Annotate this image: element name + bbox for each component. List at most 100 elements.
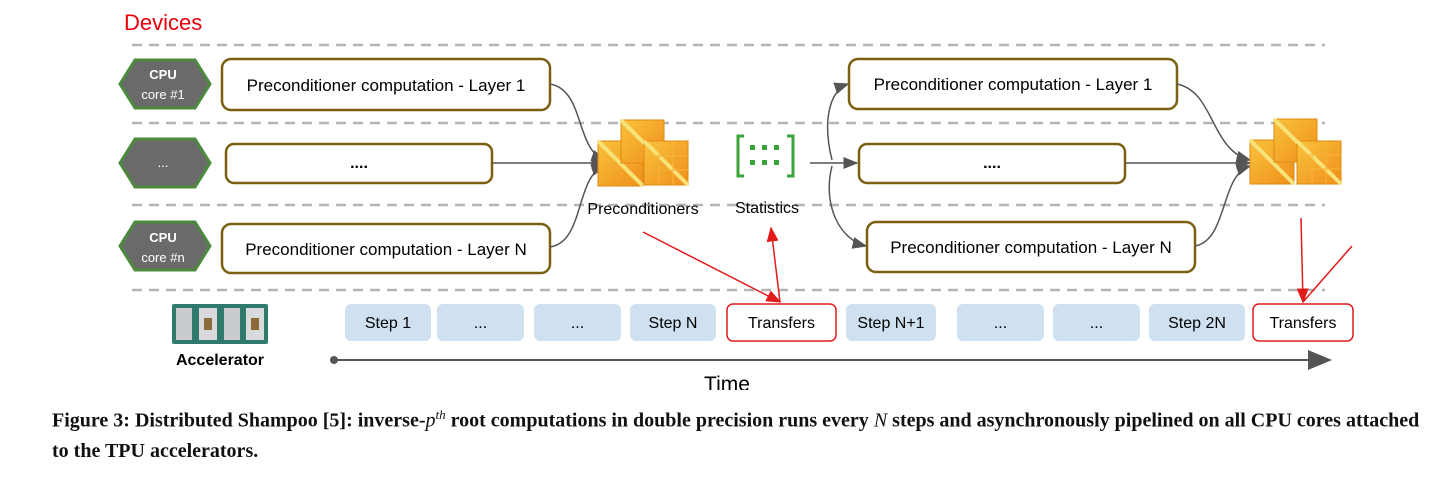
core-line1: ... bbox=[158, 155, 169, 170]
bracket-right bbox=[787, 134, 795, 178]
time-label: Time bbox=[704, 373, 750, 390]
step-box-shape bbox=[534, 304, 621, 341]
step-box-shape bbox=[345, 304, 431, 341]
left-merge-arrows bbox=[492, 83, 607, 248]
figure-caption: Figure 3: Distributed Shampoo [5]: inver… bbox=[52, 400, 1432, 466]
right-split-arrows bbox=[810, 82, 868, 249]
hexagon-shape bbox=[118, 220, 212, 272]
statistics-icon bbox=[736, 134, 795, 178]
computation-box bbox=[220, 222, 552, 275]
step-box: ... bbox=[534, 304, 621, 341]
step-box: ... bbox=[1053, 304, 1140, 341]
step-box-shape bbox=[1053, 304, 1140, 341]
right-merge-arrows bbox=[1125, 83, 1252, 247]
board-component bbox=[224, 308, 240, 340]
computation-right-1: Preconditioner computation - Layer 1 bbox=[847, 57, 1179, 111]
step-label: Step N bbox=[649, 315, 698, 332]
step-label: ... bbox=[1090, 315, 1103, 332]
step-label: Step 2N bbox=[1168, 315, 1226, 332]
step-box: Step 2N bbox=[1149, 304, 1245, 341]
caption-sup: th bbox=[435, 407, 446, 422]
matrix-tile bbox=[642, 139, 690, 187]
statistics-dots bbox=[750, 145, 779, 165]
statistics-label: Statistics bbox=[735, 200, 799, 217]
board-component bbox=[176, 308, 192, 340]
merge-arrow bbox=[1194, 164, 1252, 247]
preconditioner-matrices-icon bbox=[596, 118, 690, 188]
computation-box bbox=[865, 220, 1197, 274]
transfer-arrow-preconditioners-in-2 bbox=[1296, 217, 1309, 304]
step-box: Step N+1 bbox=[846, 304, 936, 341]
step-label: Step N+1 bbox=[857, 315, 924, 332]
step-label: Step 1 bbox=[365, 315, 411, 332]
matrix-tile bbox=[1295, 139, 1343, 186]
computation-left-n: Preconditioner computation - Layer N bbox=[220, 222, 552, 275]
steps-row: Step 1...... Step N Transfers Step N+1.....… bbox=[345, 303, 1354, 342]
step-label: Transfers bbox=[748, 315, 815, 332]
cpu-core-1: CPU core #1 bbox=[118, 58, 212, 110]
time-axis bbox=[330, 350, 1332, 370]
cpu-core-n: CPU core #n bbox=[118, 220, 212, 272]
board-chip bbox=[204, 318, 212, 330]
step-label: ... bbox=[571, 315, 584, 332]
split-arrow bbox=[828, 165, 868, 249]
caption-text-c: steps and asynchronously pipelined on al… bbox=[52, 409, 1420, 462]
step-box-shape bbox=[846, 304, 936, 341]
transfer-arrow-statistics-out-2 bbox=[1302, 245, 1353, 303]
caption-label: Figure 3: bbox=[52, 409, 130, 432]
step-box-shape bbox=[630, 304, 716, 341]
lane-separators bbox=[132, 43, 1325, 292]
devices-label: Devices bbox=[124, 10, 202, 35]
merge-arrow bbox=[1176, 83, 1252, 163]
computation-label: Preconditioner computation - Layer N bbox=[890, 238, 1172, 257]
transfers-box: Transfers bbox=[726, 303, 837, 342]
caption-p: p bbox=[425, 409, 436, 432]
transfers-box: Transfers bbox=[1252, 303, 1354, 342]
step-box-shape bbox=[726, 303, 837, 342]
step-box-shape bbox=[1149, 304, 1245, 341]
board-chip bbox=[251, 318, 259, 330]
caption-text-a: Distributed Shampoo [5]: inverse- bbox=[134, 409, 426, 432]
computation-label: Preconditioner computation - Layer N bbox=[245, 240, 527, 259]
cpu-core-ellipsis: ... bbox=[118, 137, 212, 189]
step-box: ... bbox=[437, 304, 524, 341]
step-box-shape bbox=[957, 304, 1044, 341]
computation-label: .... bbox=[983, 155, 1001, 172]
board-shape bbox=[172, 304, 268, 344]
caption-text-b: root computations in double precision ru… bbox=[445, 409, 874, 432]
preconditioner-matrices-icon-right bbox=[1248, 117, 1343, 186]
step-box-shape bbox=[437, 304, 524, 341]
transfer-arrow-preconditioners-in bbox=[642, 231, 782, 303]
transfer-arrows bbox=[642, 217, 1353, 304]
step-box: ... bbox=[957, 304, 1044, 341]
split-arrow bbox=[826, 82, 850, 161]
shampoo-pipeline-diagram: Devices CPU core #1 ... CPU core #n Prec… bbox=[118, 10, 1354, 390]
accelerator-label: Accelerator bbox=[176, 352, 264, 369]
merge-arrow bbox=[549, 83, 607, 162]
step-label: ... bbox=[994, 315, 1007, 332]
merge-arrow bbox=[549, 164, 607, 248]
hexagon-shape bbox=[118, 58, 212, 110]
computation-label: Preconditioner computation - Layer 1 bbox=[874, 75, 1153, 94]
hexagon-shape bbox=[118, 137, 212, 189]
step-label: Transfers bbox=[1270, 315, 1337, 332]
bracket-left bbox=[736, 134, 744, 178]
computation-right-n: Preconditioner computation - Layer N bbox=[865, 220, 1197, 274]
core-line2: core #n bbox=[141, 250, 184, 265]
transfer-arrow-statistics-out bbox=[766, 226, 781, 303]
computation-label: .... bbox=[350, 155, 368, 172]
core-line1: CPU bbox=[149, 230, 176, 245]
step-box: Step N bbox=[630, 304, 716, 341]
computation-label: Preconditioner computation - Layer 1 bbox=[247, 76, 526, 95]
caption-n: N bbox=[873, 409, 888, 432]
computation-left-1: Preconditioner computation - Layer 1 bbox=[220, 57, 552, 112]
computation-left-ellipsis: .... bbox=[224, 142, 494, 185]
core-line1: CPU bbox=[149, 67, 176, 82]
step-box-shape bbox=[1252, 303, 1354, 342]
preconditioners-label: Preconditioners bbox=[587, 201, 698, 218]
core-line2: core #1 bbox=[141, 87, 184, 102]
step-label: ... bbox=[474, 315, 487, 332]
step-box: Step 1 bbox=[345, 304, 431, 341]
accelerator-icon bbox=[172, 304, 268, 344]
computation-right-ellipsis: .... bbox=[857, 142, 1127, 185]
